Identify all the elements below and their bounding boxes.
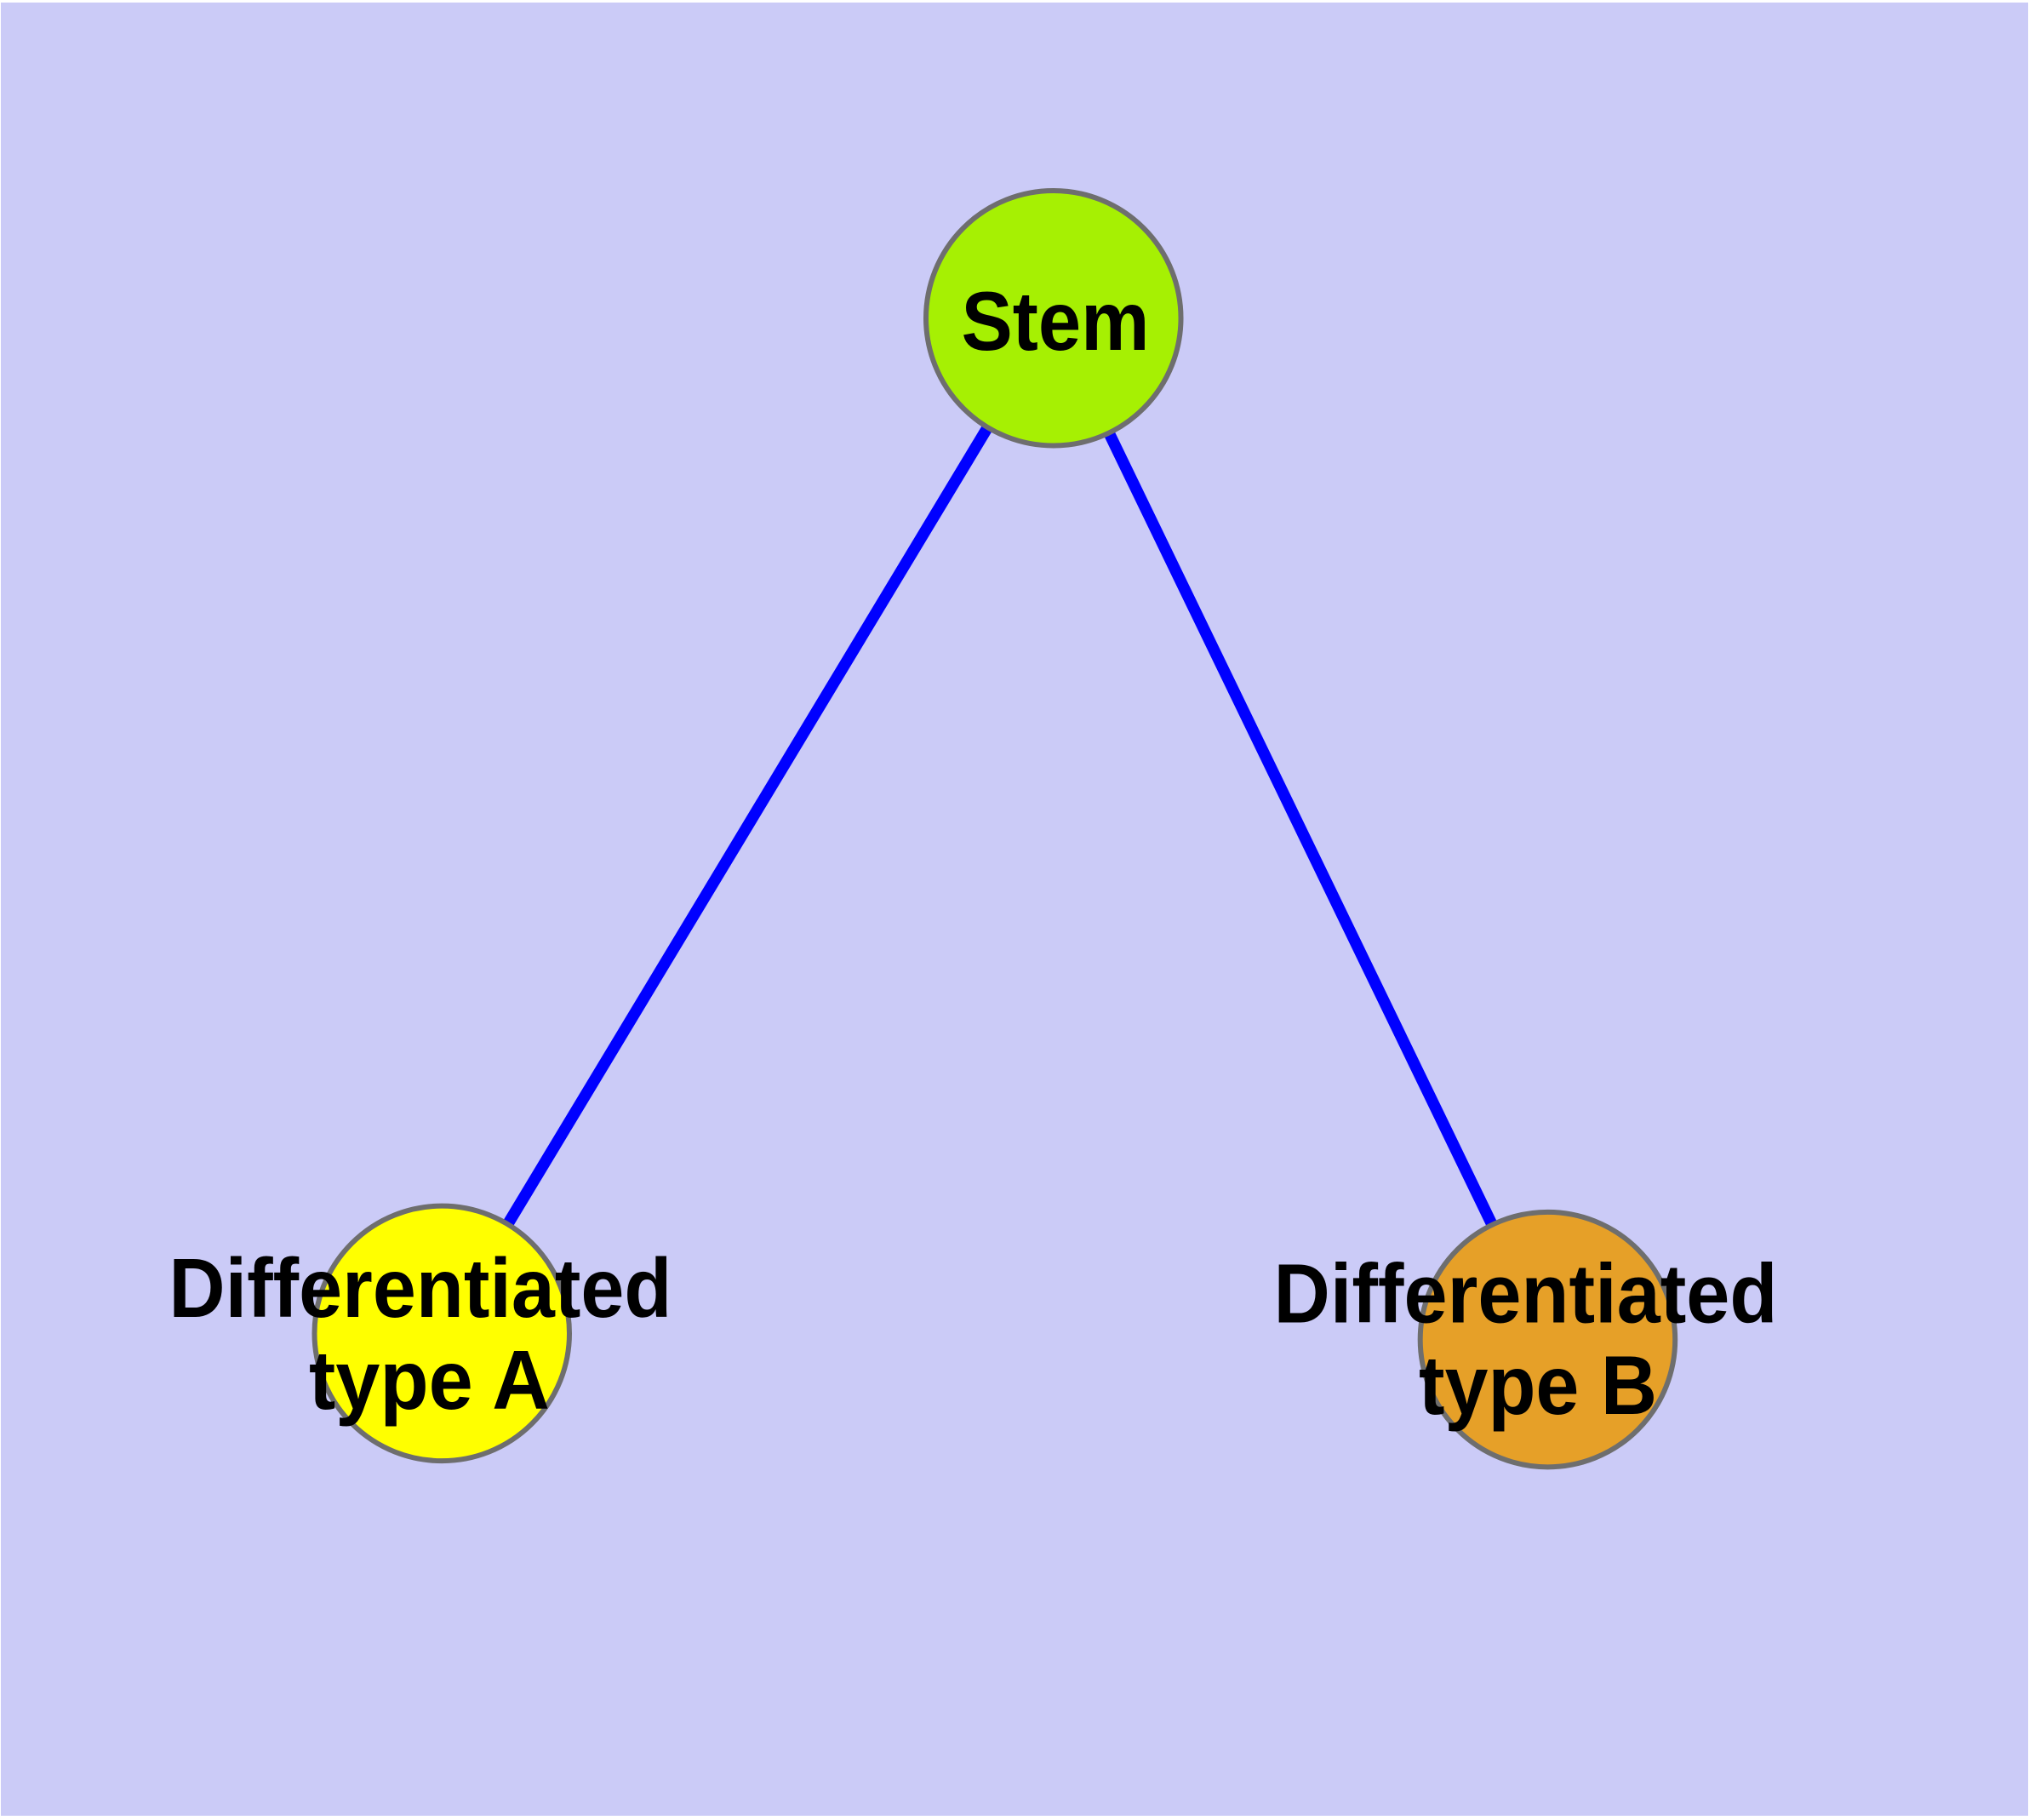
- svg-text:Differentiated: Differentiated: [1274, 1247, 1778, 1341]
- svg-text:type B: type B: [1419, 1338, 1657, 1432]
- svg-text:Stem: Stem: [962, 274, 1150, 368]
- svg-text:type A: type A: [309, 1333, 550, 1427]
- svg-text:Differentiated: Differentiated: [169, 1241, 672, 1335]
